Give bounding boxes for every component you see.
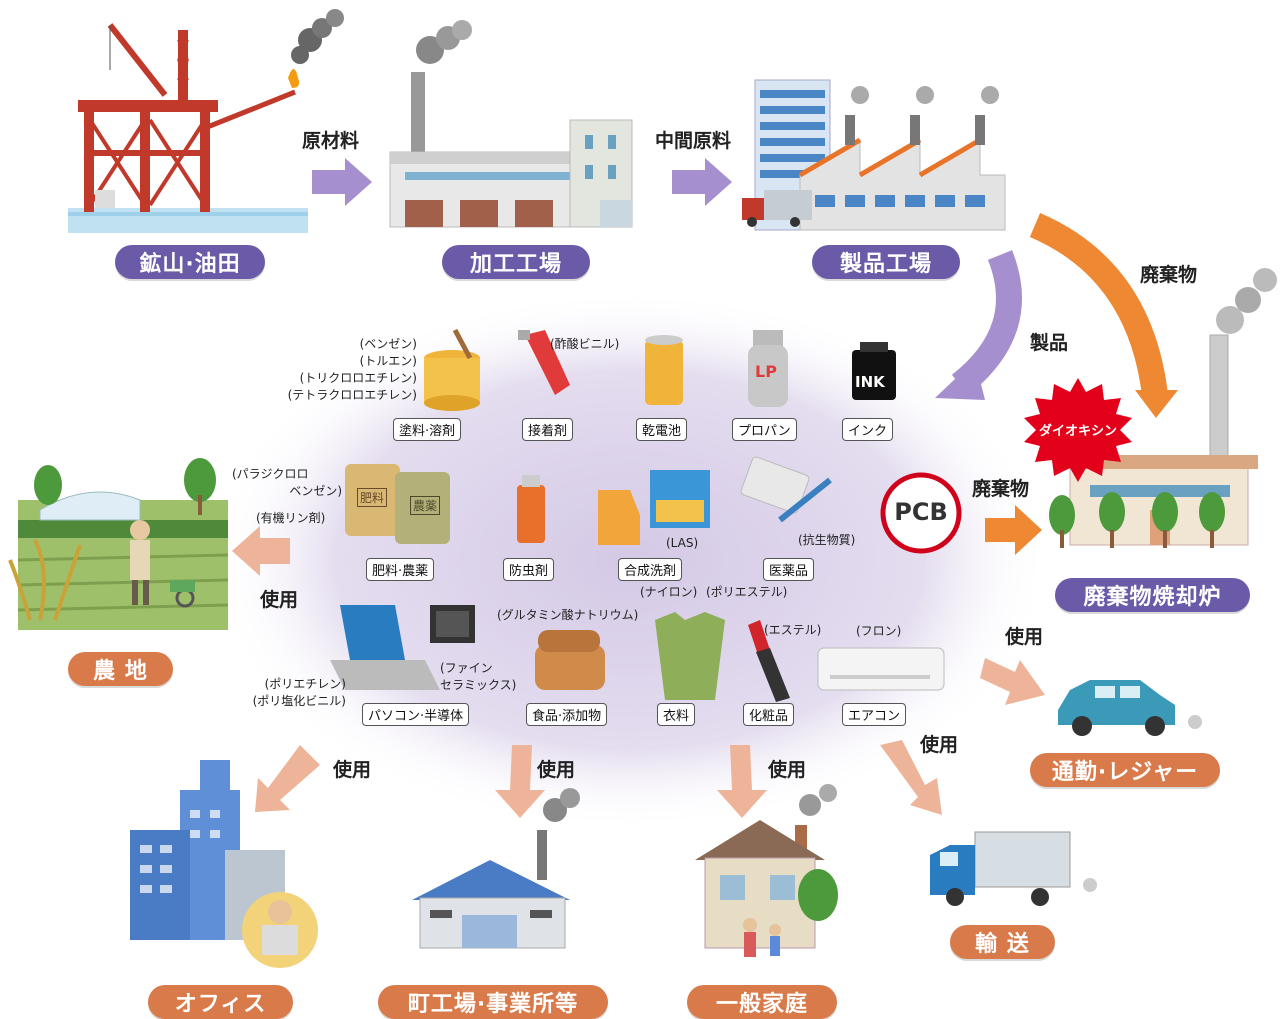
nylon-chemical: (ナイロン) [640, 585, 698, 599]
fertilizer-chemical-1: (パラジクロロベンゼン) [232, 467, 342, 498]
oil-rig-illustration [68, 9, 344, 233]
stage-incinerator: 廃棄物焼却炉 [1055, 578, 1250, 612]
dioxin-label: ダイオキシン [1038, 424, 1117, 439]
stage-mine: 鉱山·油田 [115, 245, 265, 279]
ester-chemical: (エステル) [764, 623, 822, 637]
label-use-home: 使用 [768, 759, 807, 781]
pc-chemicals: (ポリエチレン)(ポリ塩化ビニル) [252, 677, 346, 708]
label-product: 製品 [1030, 332, 1069, 354]
pcb-label: PCB [894, 498, 948, 526]
farm-illustration [8, 458, 229, 630]
fertilizer-bags-icon [345, 464, 450, 544]
ink-icon-text: INK [855, 373, 885, 391]
stage-commute: 通勤·レジャー [1030, 753, 1220, 787]
propane-tank-icon [748, 330, 788, 407]
lipstick-icon [748, 620, 790, 702]
stage-small-factory: 町工場·事業所等 [378, 985, 608, 1019]
label-use-car: 使用 [1005, 626, 1044, 648]
product-insecticide: 防虫剤 [503, 558, 555, 581]
aircon-icon [817, 647, 945, 691]
product-factory-illustration [742, 79, 1006, 231]
small-factory-illustration [412, 788, 580, 949]
product-aircon: エアコン [842, 703, 907, 726]
freon-chemical: (フロン) [856, 624, 902, 638]
label-use-factory: 使用 [537, 759, 576, 781]
battery-icon [645, 335, 683, 405]
product-propane: プロパン [732, 418, 797, 441]
polyester-chemical: (ポリエステル) [706, 585, 788, 599]
use-transport-arrow [880, 740, 942, 815]
processing-plant-illustration [389, 20, 633, 228]
stage-household: 一般家庭 [687, 985, 837, 1019]
product-adhesive: 接着剤 [522, 418, 574, 441]
label-use-office: 使用 [333, 759, 372, 781]
dioxin-burst [1024, 378, 1132, 482]
label-waste-pcb: 廃棄物 [972, 478, 1030, 500]
use-office-arrow [255, 745, 320, 812]
stage-farm: 農 地 [68, 652, 173, 686]
product-pc: パソコン·半導体 [362, 703, 470, 726]
stage-product-factory: 製品工場 [812, 245, 960, 279]
label-use-farm: 使用 [260, 589, 299, 611]
product-cosmetics: 化粧品 [743, 703, 795, 726]
office-illustration [130, 760, 318, 968]
pcb-circle [880, 472, 962, 554]
detergent-icon [598, 470, 710, 545]
product-arrow [951, 250, 1022, 396]
label-raw-material: 原材料 [302, 130, 360, 152]
fine-ceramics: (ファインセラミックス) [440, 661, 517, 692]
product-battery: 乾電池 [636, 418, 688, 441]
paint-can-icon [424, 328, 480, 411]
lp-icon-text: LP [755, 362, 777, 381]
waste-arrow-top [1029, 213, 1168, 397]
adhesive-tube-icon [518, 330, 570, 395]
shirt-icon [655, 612, 725, 700]
raw-material-arrow [312, 158, 372, 206]
product-clothing: 衣料 [657, 703, 696, 726]
stage-processing: 加工工場 [442, 245, 590, 279]
house-illustration [695, 784, 838, 957]
use-car-arrow [980, 658, 1045, 705]
bread-icon [535, 630, 605, 690]
fert-bag1-text: 肥料 [357, 488, 388, 507]
chip-icon [430, 605, 475, 643]
fert-bag2-text: 農薬 [410, 496, 441, 515]
truck-illustration [930, 831, 1097, 906]
label-intermediate: 中間原料 [655, 130, 732, 152]
pcb-waste-arrow [985, 505, 1042, 555]
product-ink: インク [842, 418, 894, 441]
label-use-transport: 使用 [920, 734, 959, 756]
use-factory-arrow [495, 745, 545, 818]
use-home-arrow [717, 745, 767, 818]
product-food: 食品·添加物 [526, 703, 608, 726]
use-farm-arrow [232, 526, 290, 576]
las-chemical: (LAS) [666, 536, 699, 550]
fertilizer-chemical-2: (有機リン剤) [256, 511, 326, 525]
stage-office: オフィス [148, 985, 293, 1019]
medicine-icon [740, 456, 832, 523]
antibiotic-chemical: (抗生物質) [798, 533, 856, 547]
intermediate-arrow [672, 158, 732, 206]
product-medicine: 医薬品 [763, 558, 815, 581]
adhesive-chemical: (酢酸ビニル) [550, 337, 620, 351]
insecticide-can-icon [517, 475, 545, 543]
ink-bottle-icon [852, 342, 896, 400]
glutamate-chemical: (グルタミン酸ナトリウム) [497, 608, 639, 622]
car-illustration [1058, 680, 1202, 736]
label-waste-top: 廃棄物 [1140, 264, 1198, 286]
paint-chemicals: (ベンゼン)(トルエン) (トリクロロエチレン)(テトラクロロエチレン) [287, 337, 417, 402]
product-detergent: 合成洗剤 [618, 558, 683, 581]
stage-transport: 輸 送 [950, 925, 1055, 959]
product-fertilizer: 肥料·農薬 [366, 558, 435, 581]
laptop-icon [330, 605, 440, 690]
product-paint: 塗料·溶剤 [393, 418, 462, 441]
